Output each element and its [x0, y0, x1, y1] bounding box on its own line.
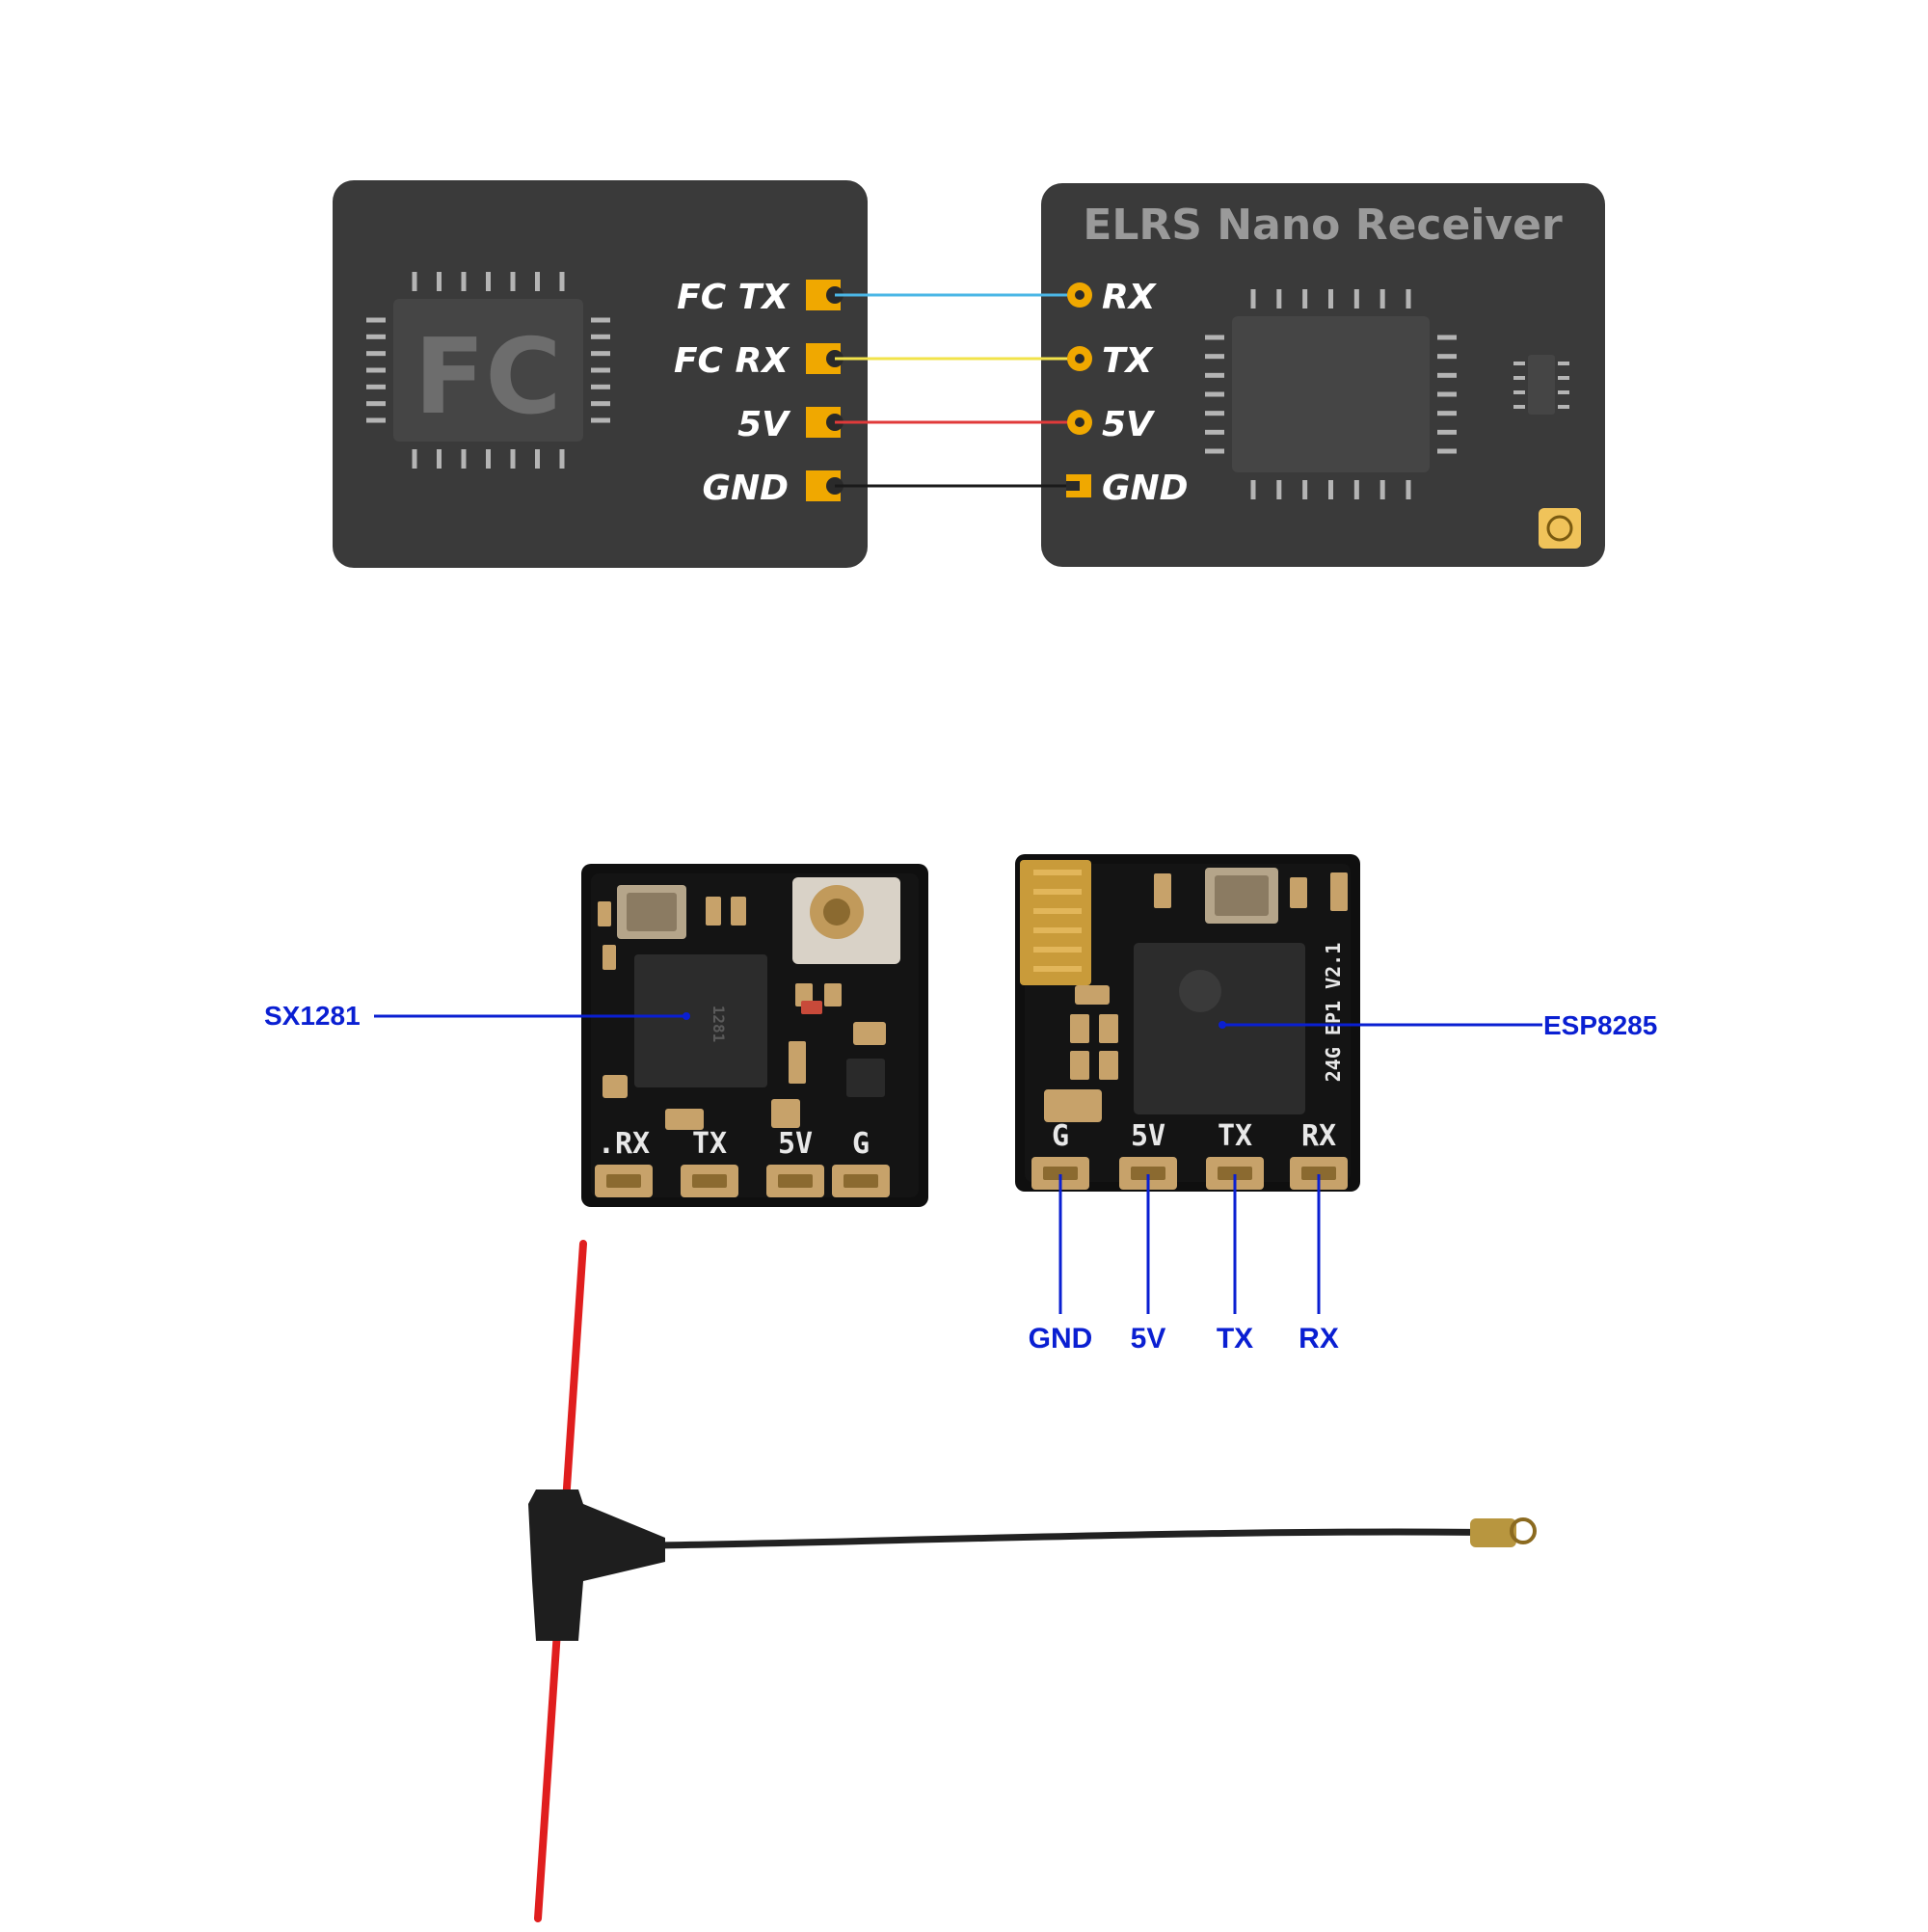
- antenna-t-body: [528, 1489, 665, 1641]
- receiver-chip-leads: [1205, 289, 1457, 499]
- fc-board-body: [333, 180, 868, 568]
- front-crystal-top: [627, 893, 677, 931]
- receiver-chip: [1232, 316, 1430, 472]
- antenna-ufl-ring: [1510, 1517, 1537, 1544]
- sx1281-callout-dot: [683, 1012, 690, 1020]
- fc-pin-label: FC TX: [677, 278, 790, 317]
- fc-chip-leads: [366, 272, 610, 469]
- rx-pin-label: GND: [1102, 469, 1189, 508]
- receiver-back-module: 24G EP1 V2.1 G 5V TX RX: [1015, 854, 1360, 1192]
- fc-label: FC: [414, 317, 561, 438]
- back-silk-label: 5V: [1131, 1119, 1165, 1153]
- back-silk-label: RX: [1301, 1119, 1336, 1153]
- esp8285-callout-label: ESP8285: [1543, 1010, 1657, 1040]
- back-pad-row: G 5V TX RX: [1031, 1119, 1348, 1190]
- sx1281-callout-label: SX1281: [264, 1001, 361, 1031]
- front-small-ic: [846, 1059, 885, 1097]
- back-passives: [1044, 872, 1348, 1122]
- back-pad-inner: [1131, 1167, 1165, 1180]
- fc-chip: [393, 299, 583, 442]
- rx-pin-label: 5V: [1102, 405, 1156, 444]
- front-silk-label: 5V: [778, 1127, 813, 1161]
- sx1281-chip-marking: 1281: [710, 1006, 728, 1043]
- pin-callout-label: RX: [1299, 1323, 1339, 1355]
- receiver-title: ELRS Nano Receiver: [1083, 201, 1563, 250]
- rx-pin-label: RX: [1102, 278, 1158, 317]
- esp8285-callout-dot: [1218, 1021, 1226, 1029]
- rx-pad-hole: [1075, 290, 1084, 300]
- ufl-connector-center: [823, 899, 850, 926]
- back-side-silk: 24G EP1 V2.1: [1322, 943, 1345, 1083]
- receiver-small-chip-leads: [1513, 362, 1569, 409]
- front-pad-inner: [606, 1174, 641, 1188]
- back-crystal-top: [1215, 875, 1269, 916]
- front-pad-inner: [844, 1174, 878, 1188]
- back-silk-label: G: [1052, 1119, 1069, 1153]
- front-led: [801, 1001, 822, 1014]
- front-silk-label: TX: [692, 1127, 727, 1161]
- wire-row: GND GND: [702, 469, 1188, 508]
- front-silk-label: .RX: [598, 1127, 650, 1161]
- receiver-front-module: 1281 .RX TX 5V G: [581, 864, 928, 1207]
- t-antenna: [528, 1240, 1537, 1922]
- front-pad-row: .RX TX 5V G: [595, 1127, 890, 1197]
- wire-row: FC RX TX: [674, 341, 1155, 381]
- fc-pin-label: FC RX: [674, 341, 790, 381]
- back-pin-callouts: GND 5V TX RX: [1029, 1174, 1339, 1355]
- antenna-ufl-plug: [1470, 1518, 1516, 1547]
- back-pad-inner: [1043, 1167, 1078, 1180]
- esp-logo-icon: [1179, 970, 1221, 1012]
- front-pad-inner: [778, 1174, 813, 1188]
- front-passives: [598, 897, 886, 1130]
- antenna-connector-ring: [1546, 515, 1573, 542]
- esp8285-chip: [1134, 943, 1305, 1114]
- fc-pin-label: 5V: [737, 405, 791, 444]
- fc-board: FC: [333, 180, 868, 568]
- antenna-connector-icon: [1539, 508, 1581, 549]
- receiver-small-chip: [1528, 355, 1555, 415]
- antenna-coax: [655, 1528, 1514, 1549]
- pin-callout-label: 5V: [1131, 1323, 1166, 1355]
- pin-callout-label: GND: [1029, 1323, 1093, 1355]
- back-pad-inner: [1218, 1167, 1252, 1180]
- chip-callouts: SX1281 ESP8285: [264, 1001, 1657, 1040]
- rx-pin-label: TX: [1102, 341, 1155, 381]
- rx-pad-hole: [1075, 417, 1084, 427]
- back-silk-label: TX: [1218, 1119, 1252, 1153]
- wire-row: 5V 5V: [737, 405, 1156, 444]
- wiring-connections: FC TX RX FC RX TX 5V 5V GND GND: [674, 278, 1189, 508]
- pcb-antenna-traces: [1033, 870, 1082, 972]
- front-silk-label: G: [852, 1127, 870, 1161]
- pin-callout-label: TX: [1217, 1323, 1253, 1355]
- sx1281-chip: [634, 954, 767, 1087]
- wire-row: FC TX RX: [677, 278, 1158, 317]
- back-pad-inner: [1301, 1167, 1336, 1180]
- rx-pad-hole: [1066, 481, 1080, 491]
- front-pad-inner: [692, 1174, 727, 1188]
- receiver-board: ELRS Nano Receiver: [1041, 183, 1605, 567]
- fc-pin-label: GND: [702, 469, 789, 508]
- rx-pad-hole: [1075, 354, 1084, 363]
